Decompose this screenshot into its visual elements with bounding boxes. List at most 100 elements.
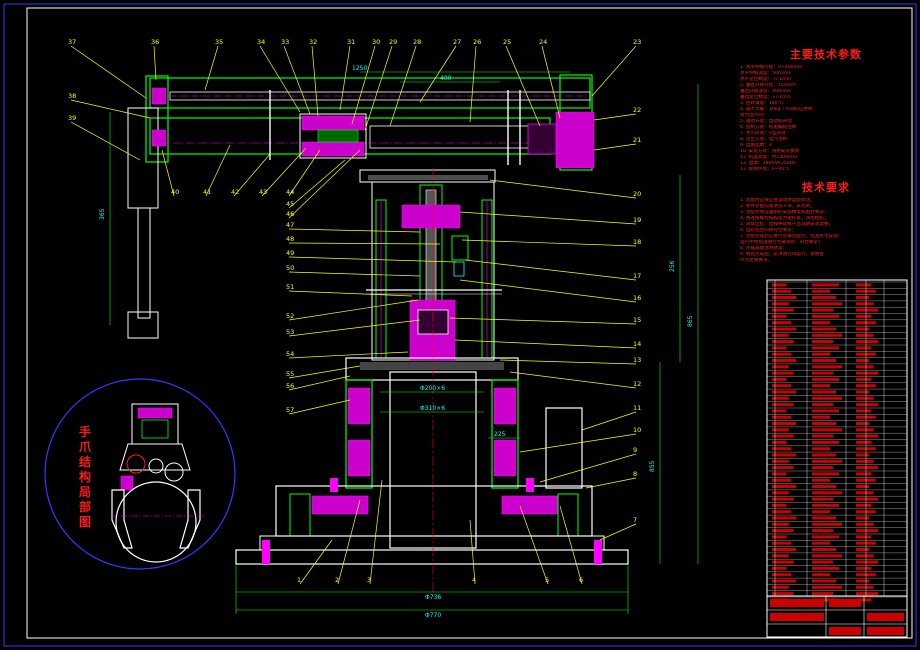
callout-number: 28: [413, 38, 421, 46]
callout-leader: [389, 45, 417, 127]
callout-number: 53: [286, 328, 294, 336]
callout-number: 29: [389, 38, 397, 46]
callout-leader: [153, 45, 157, 81]
bom-cell-text: [812, 491, 842, 495]
callout-leader: [288, 290, 413, 297]
dim-height-upper: 256: [669, 260, 676, 272]
bom-cell-text: [772, 371, 794, 375]
tech-params-title: 主要技术参数: [790, 48, 862, 61]
bom-cell-text: [812, 585, 842, 589]
bom-cell-text: [856, 472, 872, 476]
bom-cell-text: [772, 485, 796, 488]
bom-cell-text: [772, 497, 794, 501]
tech-param-line: 8. 定位方式：电气位移: [740, 137, 788, 142]
callout-number: 26: [473, 38, 481, 46]
callout-number: 19: [633, 216, 641, 224]
tech-param-line: 4. 最大负载：10kg（不同的应用场: [740, 107, 813, 112]
callout-number: 36: [151, 38, 159, 46]
dim-column-2: Φ310×6: [420, 405, 445, 412]
callout-leader: [499, 359, 637, 365]
callout-leader: [469, 519, 476, 585]
bom-cell-text: [772, 340, 794, 344]
callout-leader: [593, 113, 637, 121]
tech-param-line: 5. 驱动方式：电动机带动: [740, 119, 792, 124]
bom-cell-text: [812, 529, 833, 533]
bom-cell-text: [772, 384, 792, 388]
callout-leader: [581, 411, 637, 431]
bom-cell-text: [812, 390, 836, 394]
bom-cell-text: [812, 472, 839, 476]
tech-requirement-line: 4. 各连接螺栓按规定力矩拧紧，涂防松胶；: [740, 216, 829, 221]
callout-number: 37: [68, 38, 76, 46]
tech-param-line: 垂直升降速度：40mm/s: [740, 89, 791, 94]
callout-number: 38: [68, 92, 76, 100]
dim-width-top-1: 1250: [352, 65, 367, 72]
bom-cell-text: [856, 359, 870, 362]
tech-param-line: 2. 垂直升降行程：150mm: [740, 83, 796, 88]
bom-cell-text: [812, 428, 842, 432]
callout-number: 20: [633, 190, 641, 198]
bom-cell-text: [856, 497, 878, 501]
callout-number: 57: [286, 406, 294, 414]
callout-number: 15: [633, 316, 641, 324]
bom-cell-text: [812, 453, 836, 457]
bom-cell-text: [856, 548, 870, 551]
callout-number: 17: [633, 272, 641, 280]
bom-cell-text: [812, 340, 833, 344]
bom-cell-text: [772, 403, 794, 407]
bom-cell-text: [772, 491, 789, 495]
bom-cell-text: [772, 428, 789, 432]
callout-leader: [419, 45, 457, 103]
bom-cell-text: [856, 403, 878, 407]
tech-param-line: 景力度不同）: [740, 113, 768, 118]
callout-leader: [337, 499, 361, 585]
bom-cell-text: [772, 592, 794, 596]
callout-number: 5: [545, 576, 549, 584]
title-block: [766, 279, 908, 638]
callout-number: 52: [286, 312, 294, 320]
callout-leaders: [70, 45, 637, 585]
bom-cell-text: [856, 535, 872, 539]
callout-leader: [205, 144, 231, 197]
dim-height-total: 865: [687, 315, 694, 327]
callout-number: 9: [633, 446, 637, 454]
dim-width-top-2: 400: [440, 75, 452, 82]
callout-leader: [505, 45, 541, 127]
dim-height-left: 365: [99, 208, 106, 220]
callout-number: 27: [453, 38, 461, 46]
tech-requirement-line: 9. 制造完成后，必须进行试运行，调整各: [740, 252, 824, 257]
bom-cell-text: [772, 296, 796, 299]
bom-cell-text: [856, 485, 870, 488]
bom-cell-text: [812, 516, 836, 520]
callout-leader: [70, 45, 147, 99]
bom-cell-text: [812, 592, 833, 596]
bom-cell-text: [812, 321, 830, 325]
claw-detail-label-char: 构: [78, 470, 91, 484]
callout-leader: [288, 399, 351, 415]
bom-cell-text: [772, 541, 792, 545]
bom-cell-text: [812, 396, 842, 400]
callout-leader: [364, 45, 393, 131]
callout-leader: [288, 271, 421, 277]
bom-cell-text: [812, 377, 839, 381]
callout-number: 23: [633, 38, 641, 46]
bom-cell-text: [812, 308, 833, 312]
callout-leader: [311, 45, 319, 117]
callout-leader: [288, 365, 361, 379]
bom-cell-text: [772, 302, 789, 306]
bom-cell-text: [772, 333, 789, 337]
callout-number: 21: [633, 136, 641, 144]
callout-leader: [464, 259, 637, 281]
bom-cell-text: [856, 522, 874, 526]
horizontal-arm: [127, 74, 595, 339]
callout-number: 30: [372, 38, 380, 46]
callout-number: 50: [286, 264, 294, 272]
callout-leader: [469, 45, 477, 123]
bom-cell-text: [772, 466, 794, 470]
bom-cell-text: [812, 478, 830, 482]
bom-cell-text: [856, 440, 872, 444]
bom-cell-text: [812, 560, 833, 564]
bom-cell-text: [772, 554, 789, 558]
